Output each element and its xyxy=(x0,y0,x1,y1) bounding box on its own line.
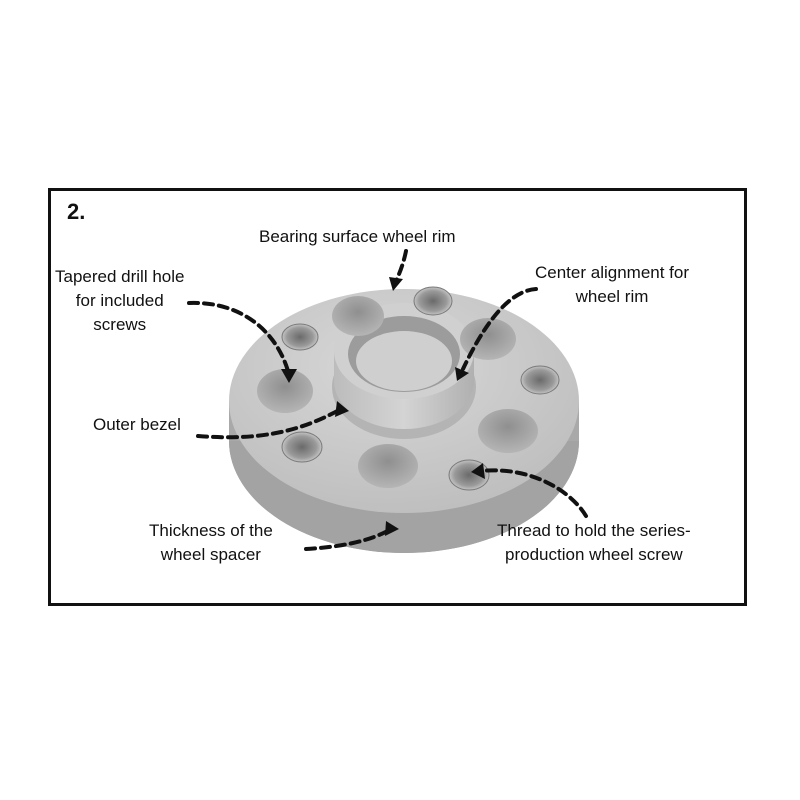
tapered-hole xyxy=(478,409,538,453)
arrow-bearing-surface xyxy=(394,249,408,283)
arrowhead xyxy=(385,521,399,536)
callout-center-alignment: Center alignment for wheel rim xyxy=(535,263,690,306)
threaded-hole xyxy=(281,323,319,351)
tapered-hole xyxy=(358,444,418,488)
arrowhead xyxy=(281,369,297,383)
diagram-frame: 2. xyxy=(48,188,747,606)
threaded-hole xyxy=(520,365,560,395)
callout-thickness: Thickness of the wheel spacer xyxy=(149,521,273,564)
wheel-spacer-illustration xyxy=(187,249,588,553)
arrowhead xyxy=(455,367,469,381)
arrowhead xyxy=(389,277,403,291)
step-number: 2. xyxy=(67,199,86,224)
arrow-center-alignment xyxy=(461,287,538,371)
arrowhead xyxy=(335,401,349,417)
arrow-tapered-hole xyxy=(187,300,290,373)
callout-thread: Thread to hold the series- production wh… xyxy=(497,521,691,564)
threaded-hole xyxy=(413,286,453,316)
tapered-hole xyxy=(257,369,313,413)
threaded-hole xyxy=(281,431,323,463)
arrow-thickness xyxy=(304,527,393,551)
callout-tapered-drill-hole: Tapered drill hole for included screws xyxy=(55,267,185,334)
callout-bearing-surface: Bearing surface wheel rim xyxy=(259,227,456,246)
tapered-hole xyxy=(332,296,384,336)
arrow-thread xyxy=(479,468,588,518)
arrow-outer-bezel xyxy=(196,407,343,440)
callout-outer-bezel: Outer bezel xyxy=(93,415,181,434)
arrowhead xyxy=(471,463,485,479)
